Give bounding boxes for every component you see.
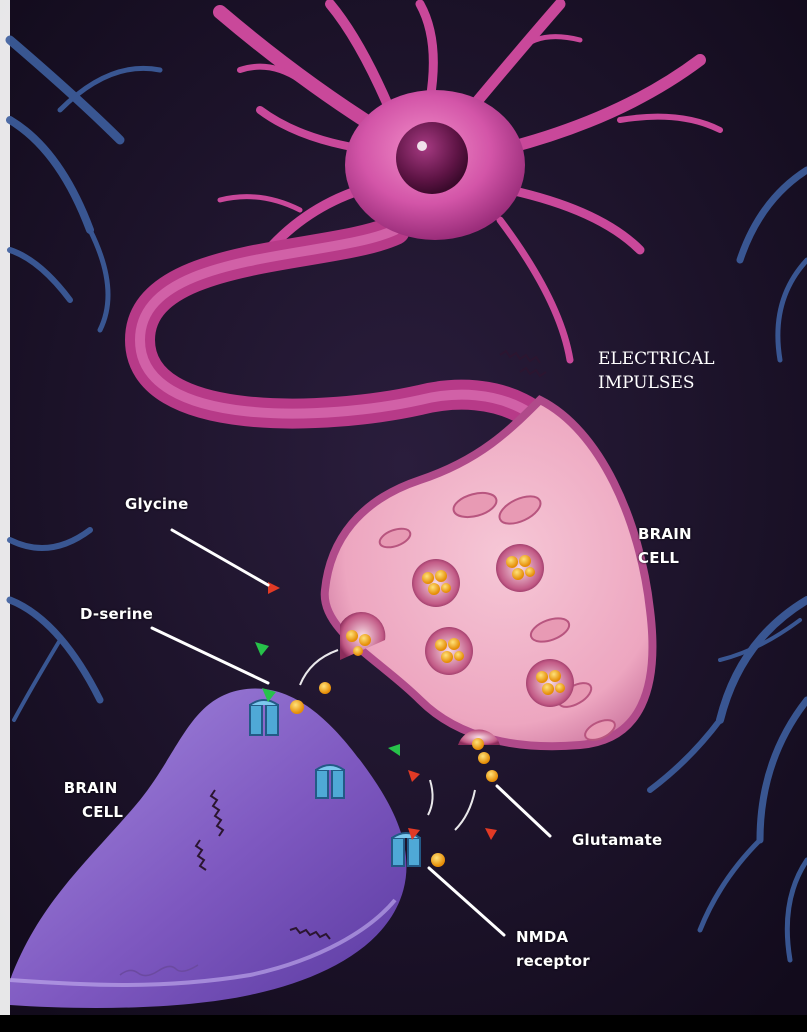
- label-nmda-line1: NMDA: [516, 925, 590, 949]
- label-brain-cell-left-line1: BRAIN: [58, 776, 123, 800]
- left-edge-strip: [0, 0, 10, 1032]
- label-brain-cell-left-line2: CELL: [58, 800, 123, 824]
- label-glutamate: Glutamate: [572, 828, 662, 852]
- label-brain-cell-top-line2: CELL: [638, 546, 692, 570]
- label-glycine: Glycine: [125, 492, 189, 516]
- label-nmda-line2: receptor: [516, 949, 590, 973]
- label-d-serine: D-serine: [80, 602, 153, 626]
- label-brain-cell-top: BRAIN CELL: [638, 522, 692, 570]
- label-brain-cell-top-line1: BRAIN: [638, 522, 692, 546]
- bottom-edge-strip: [0, 1015, 807, 1032]
- label-nmda-receptor: NMDA receptor: [516, 925, 590, 973]
- label-brain-cell-left: BRAIN CELL: [58, 776, 123, 824]
- label-electrical-impulses: ELECTRICAL IMPULSES: [598, 347, 715, 395]
- label-electrical-line1: ELECTRICAL: [598, 347, 715, 371]
- label-electrical-line2: IMPULSES: [598, 371, 715, 395]
- nucleolus-highlight: [417, 141, 427, 151]
- nucleus: [396, 122, 468, 194]
